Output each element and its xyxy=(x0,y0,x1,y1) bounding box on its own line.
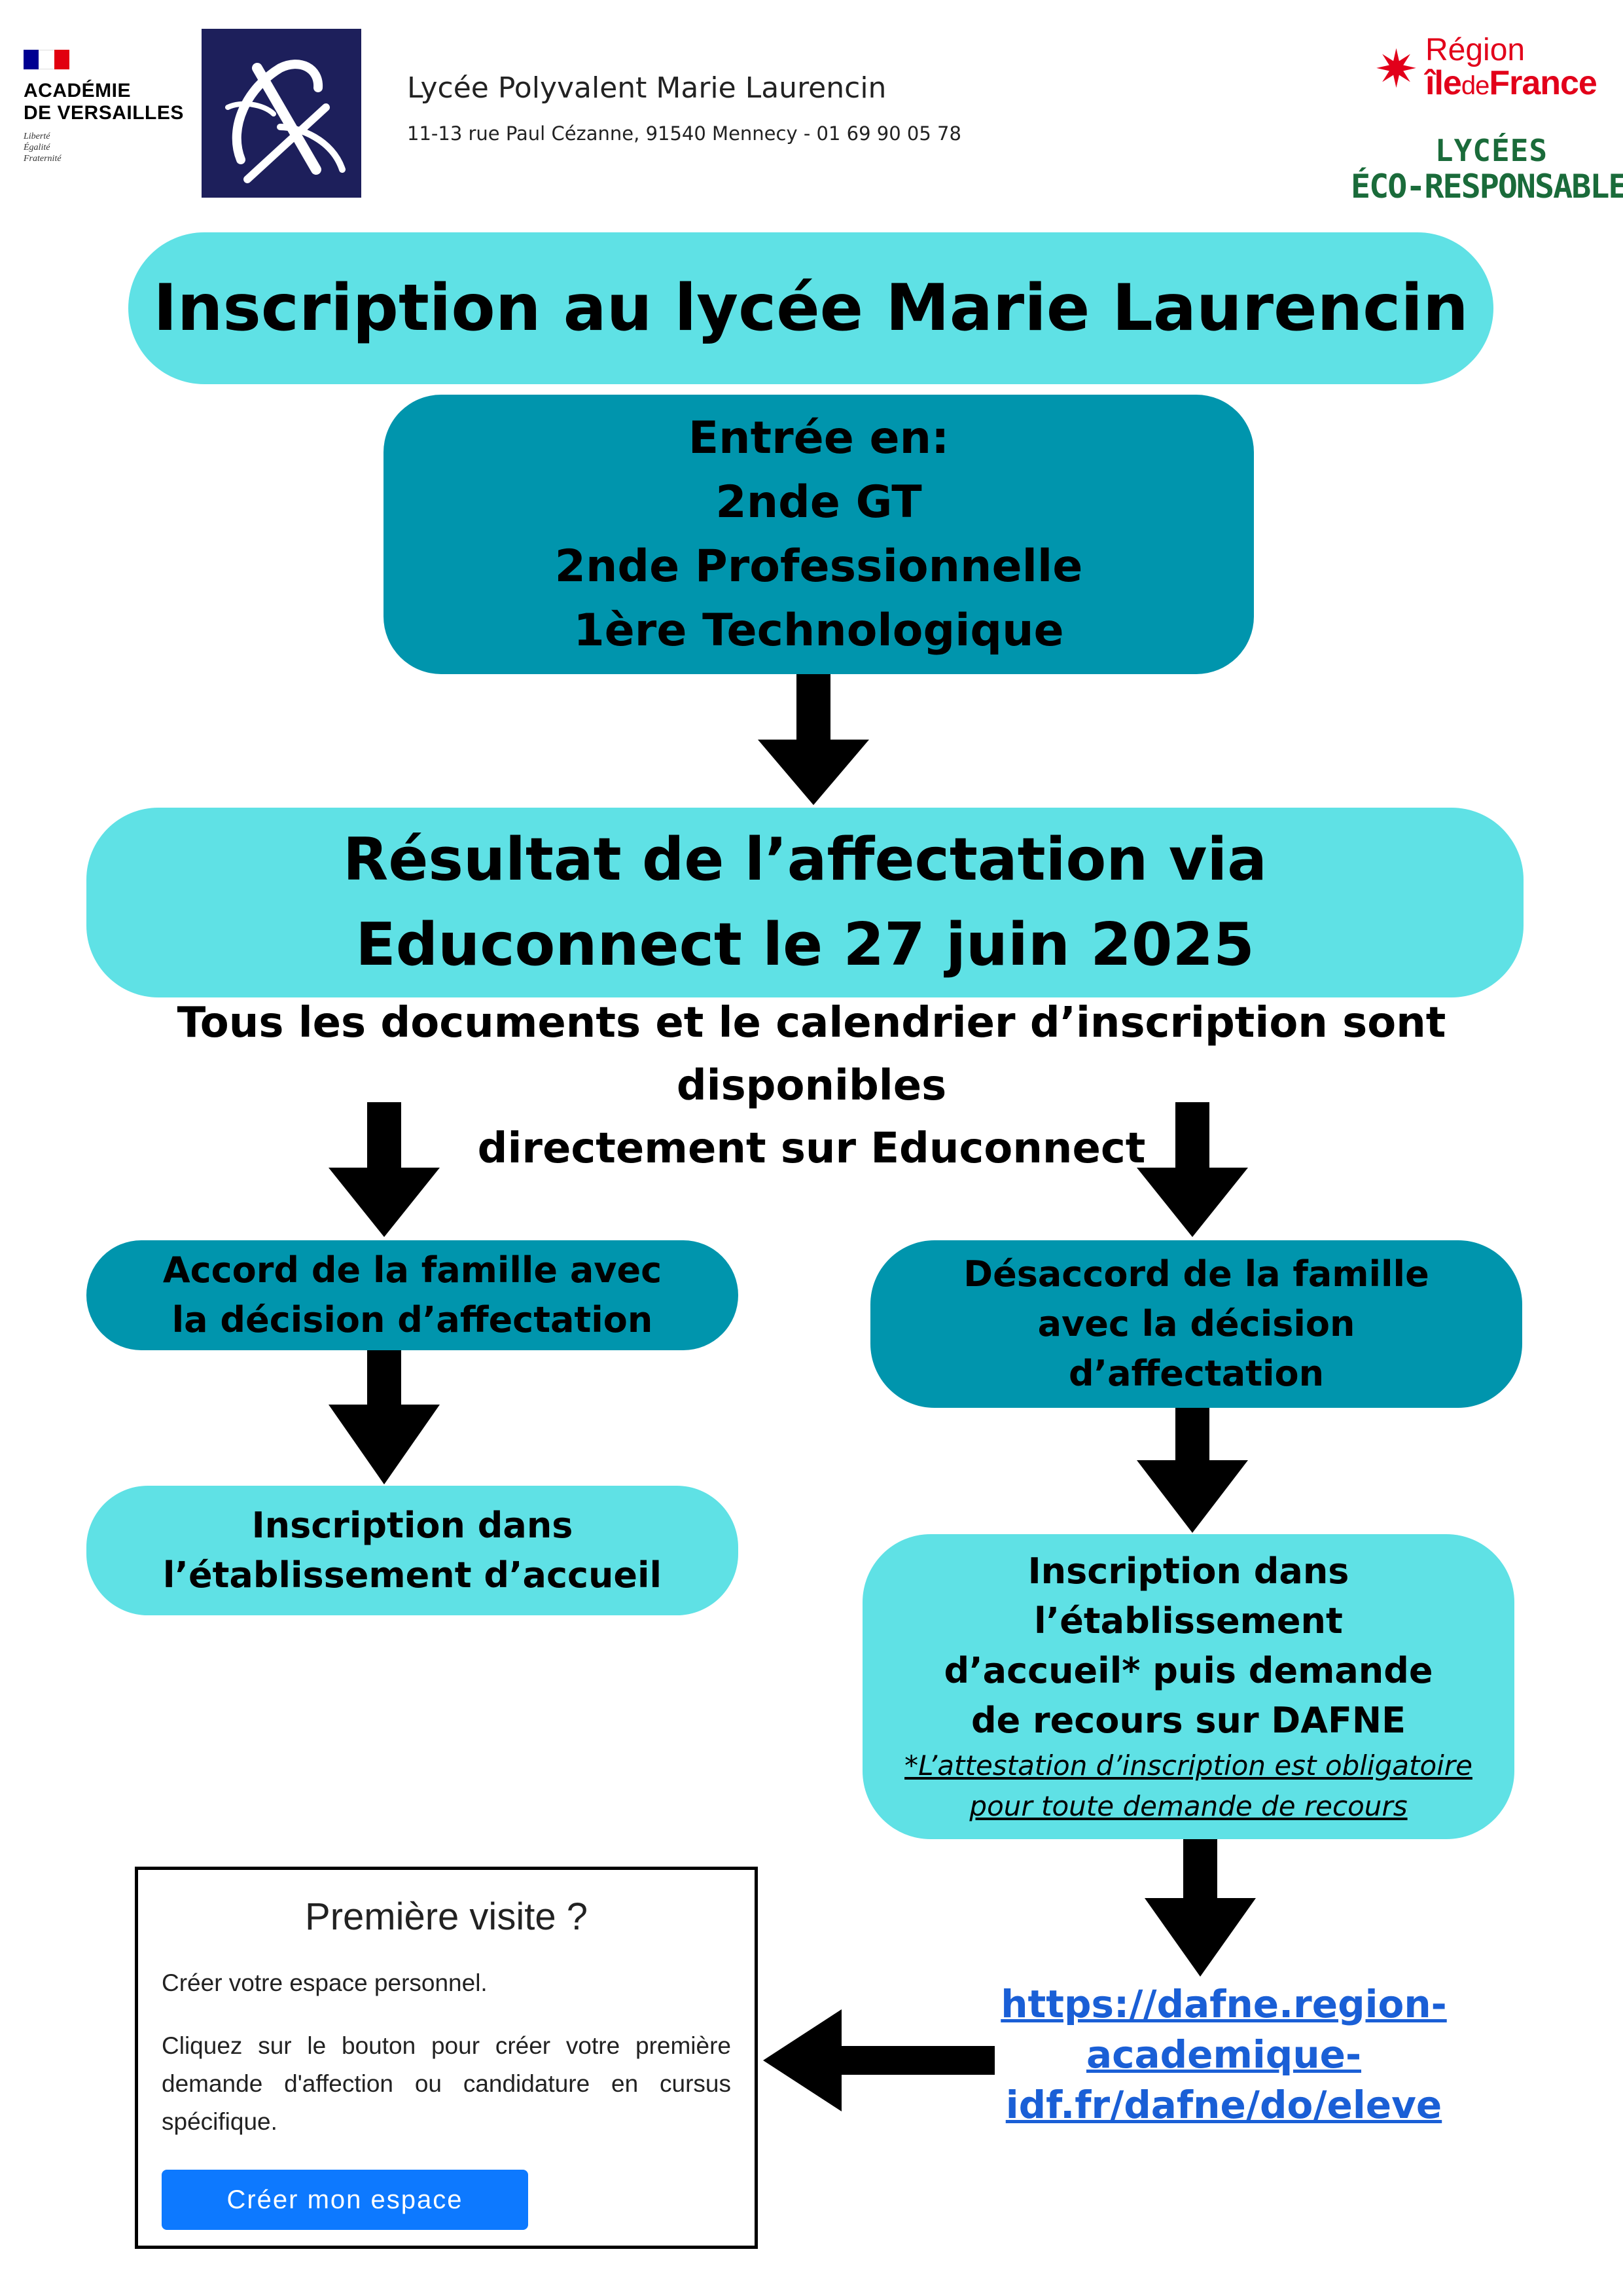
arrow-down-icon xyxy=(329,1102,440,1237)
page-title-text: Inscription au lycée Marie Laurencin xyxy=(153,271,1469,346)
entry-line: Entrée en: xyxy=(688,412,950,464)
assignment-result-box: Résultat de l’affectation via Educonnect… xyxy=(86,808,1524,997)
academy-name: ACADÉMIE DE VERSAILLES xyxy=(24,80,184,124)
french-flag-icon xyxy=(24,50,69,69)
documents-note: Tous les documents et le calendrier d’in… xyxy=(177,999,1446,1173)
region-ile-de-france-logo: ✷ Région îledeFrance xyxy=(1370,26,1606,111)
school-name: Lycée Polyvalent Marie Laurencin xyxy=(407,71,887,105)
create-account-button[interactable]: Créer mon espace personnel xyxy=(162,2170,528,2274)
entry-line: 1ère Technologique xyxy=(573,604,1064,656)
eco-logo-line1: LYCÉES xyxy=(1435,133,1548,168)
entry-line: 2nde GT xyxy=(715,476,922,528)
arrow-down-icon xyxy=(1145,1839,1256,1977)
enrollment-certificate-note: pour toute demande de recours xyxy=(969,1790,1408,1822)
arrow-down-icon xyxy=(758,674,869,805)
region-logo-line2: îledeFrance xyxy=(1425,64,1597,102)
region-logo-line1: Région xyxy=(1425,33,1525,67)
school-monogram-logo xyxy=(202,29,361,198)
arrow-down-icon xyxy=(329,1350,440,1484)
school-address: 11-13 rue Paul Cézanne, 91540 Mennecy - … xyxy=(407,122,961,145)
arrow-left-icon xyxy=(763,2009,995,2111)
dafne-link[interactable]: https://dafne.region- academique- idf.fr… xyxy=(1001,1982,1447,2127)
eco-responsible-logo: LYCÉES ÉCO-RESPONSABLES xyxy=(1351,133,1623,225)
first-visit-panel: Première visite ? Créer votre espace per… xyxy=(135,1867,758,2274)
academy-motto: Liberté Égalité Fraternité xyxy=(24,132,62,164)
eco-logo-line2: ÉCO-RESPONSABLES xyxy=(1351,168,1623,206)
first-visit-title: Première visite ? xyxy=(305,1895,588,1938)
family-agreement-box: Accord de la famille avec la décision d’… xyxy=(86,1240,738,1350)
result-line: Résultat de l’affectation via xyxy=(343,825,1267,894)
first-visit-body: Cliquez sur le bouton pour créer votre p… xyxy=(162,2032,731,2135)
family-disagreement-box: Désaccord de la famille avec la décision… xyxy=(870,1240,1522,1408)
page-title: Inscription au lycée Marie Laurencin xyxy=(128,232,1493,384)
first-visit-subtitle: Créer votre espace personnel. xyxy=(162,1969,488,1996)
entry-levels-box: Entrée en: 2nde GT 2nde Professionnelle … xyxy=(383,395,1254,674)
academy-logo: ACADÉMIE DE VERSAILLES Liberté Égalité F… xyxy=(24,50,187,181)
enrollment-host-school-box: Inscription dans l’établissement d’accue… xyxy=(86,1486,738,1615)
entry-line: 2nde Professionnelle xyxy=(554,540,1083,592)
arrow-down-icon xyxy=(1137,1102,1248,1237)
result-line: Educonnect le 27 juin 2025 xyxy=(355,910,1255,979)
enrollment-appeal-box: Inscription dans l’établissement d’accue… xyxy=(863,1534,1514,1839)
star-icon: ✷ xyxy=(1374,39,1419,99)
enrollment-certificate-note: *L’attestation d’inscription est obligat… xyxy=(904,1749,1472,1782)
arrow-down-icon xyxy=(1137,1408,1248,1533)
